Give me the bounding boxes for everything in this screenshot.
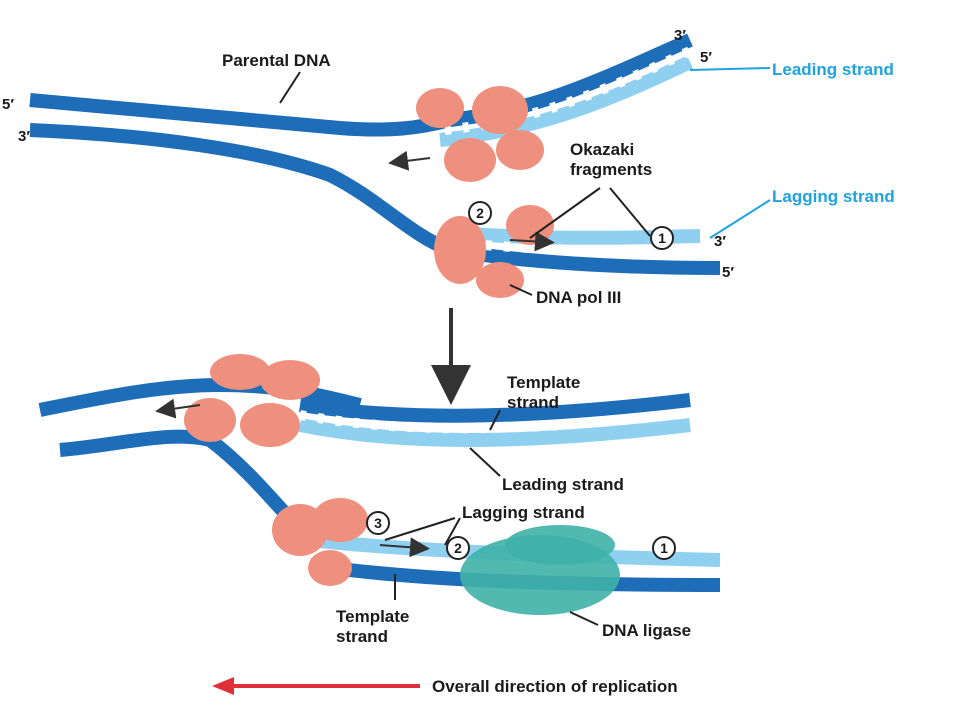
dna-ligase bbox=[460, 525, 620, 615]
marker-1-top: 1 bbox=[650, 226, 674, 250]
dna-ligase-label: DNA ligase bbox=[602, 621, 691, 640]
lagging-bottom-pointer-1 bbox=[384, 517, 456, 541]
footer: Overall direction of replication bbox=[212, 677, 678, 696]
bottom-leading-new bbox=[298, 418, 691, 447]
direction-arrowhead bbox=[212, 677, 234, 695]
template-top-pointer bbox=[489, 409, 501, 431]
bottom-panel: 3 2 1 Template strand Leading strand Lag… bbox=[38, 354, 721, 646]
bottom-lagging-new bbox=[309, 533, 721, 567]
parental-strand-bottom bbox=[29, 123, 721, 275]
lagging-rungs bbox=[449, 237, 711, 257]
parental-strand-top bbox=[29, 93, 452, 137]
end-3-top-right: 3′ bbox=[674, 27, 686, 44]
svg-text:1: 1 bbox=[658, 230, 666, 246]
leading-rungs bbox=[444, 46, 693, 135]
end-3-lag: 3′ bbox=[714, 233, 726, 250]
lagging-strand-bottom-label: Lagging strand bbox=[462, 503, 585, 522]
bottom-leading-rungs bbox=[299, 408, 691, 434]
parental-dna-label: Parental DNA bbox=[222, 51, 331, 70]
end-5-lag: 5′ bbox=[722, 264, 734, 281]
direction-label: Overall direction of replication bbox=[432, 677, 678, 696]
end-5-top-right: 5′ bbox=[700, 49, 712, 66]
leading-strand-bottom-pointer bbox=[469, 447, 501, 477]
bottom-leading-template bbox=[298, 393, 691, 423]
marker-2-bottom: 2 bbox=[446, 536, 470, 560]
template-top-label-line2: strand bbox=[507, 393, 559, 412]
leading-new-strand bbox=[439, 55, 694, 147]
marker-2-top: 2 bbox=[468, 201, 492, 225]
svg-text:1: 1 bbox=[660, 540, 668, 556]
dna-pol-leading bbox=[416, 86, 544, 182]
top-panel: 1 2 Parental DNA Leading strand Lagging … bbox=[2, 27, 895, 307]
dna-pol-pointer bbox=[509, 284, 533, 296]
svg-text:3: 3 bbox=[374, 515, 382, 531]
bottom-pol-top bbox=[184, 354, 320, 447]
okazaki-label-line2: fragments bbox=[570, 160, 652, 179]
okazaki-pointer-1 bbox=[529, 187, 601, 239]
parental-dna-pointer bbox=[279, 71, 301, 104]
lagging-strand-pointer bbox=[709, 199, 771, 239]
svg-text:2: 2 bbox=[454, 540, 462, 556]
parental-rungs bbox=[29, 110, 336, 155]
marker-1-bottom: 1 bbox=[652, 536, 676, 560]
pol-direction-arrow-top bbox=[388, 150, 431, 171]
okazaki-pointer-2 bbox=[609, 187, 651, 237]
leading-strand-label: Leading strand bbox=[772, 60, 894, 79]
template-bottom-label-line1: Template bbox=[336, 607, 409, 626]
bottom-pol-arrow-top bbox=[155, 398, 201, 419]
pol-direction-arrow-lag bbox=[509, 231, 555, 252]
leading-strand-pointer bbox=[689, 67, 771, 71]
dna-ligase-pointer bbox=[569, 611, 599, 626]
bottom-parental-rungs bbox=[49, 406, 201, 435]
end-3-left: 3′ bbox=[18, 128, 30, 145]
bottom-pol-bottom bbox=[272, 498, 368, 586]
end-5-left: 5′ bbox=[2, 96, 14, 113]
leading-strand-bottom-label: Leading strand bbox=[502, 475, 624, 494]
template-bottom-label-line2: strand bbox=[336, 627, 388, 646]
okazaki-label-line1: Okazaki bbox=[570, 140, 634, 159]
template-top-label-line1: Template bbox=[507, 373, 580, 392]
svg-text:2: 2 bbox=[476, 205, 484, 221]
marker-3-bottom: 3 bbox=[366, 511, 390, 535]
bottom-pol-arrow-lag bbox=[379, 537, 430, 558]
lagging-strand-label: Lagging strand bbox=[772, 187, 895, 206]
bottom-parental-bottom bbox=[59, 429, 315, 545]
dna-pol-label: DNA pol III bbox=[536, 288, 621, 307]
lagging-bottom-pointer-2 bbox=[444, 517, 461, 546]
